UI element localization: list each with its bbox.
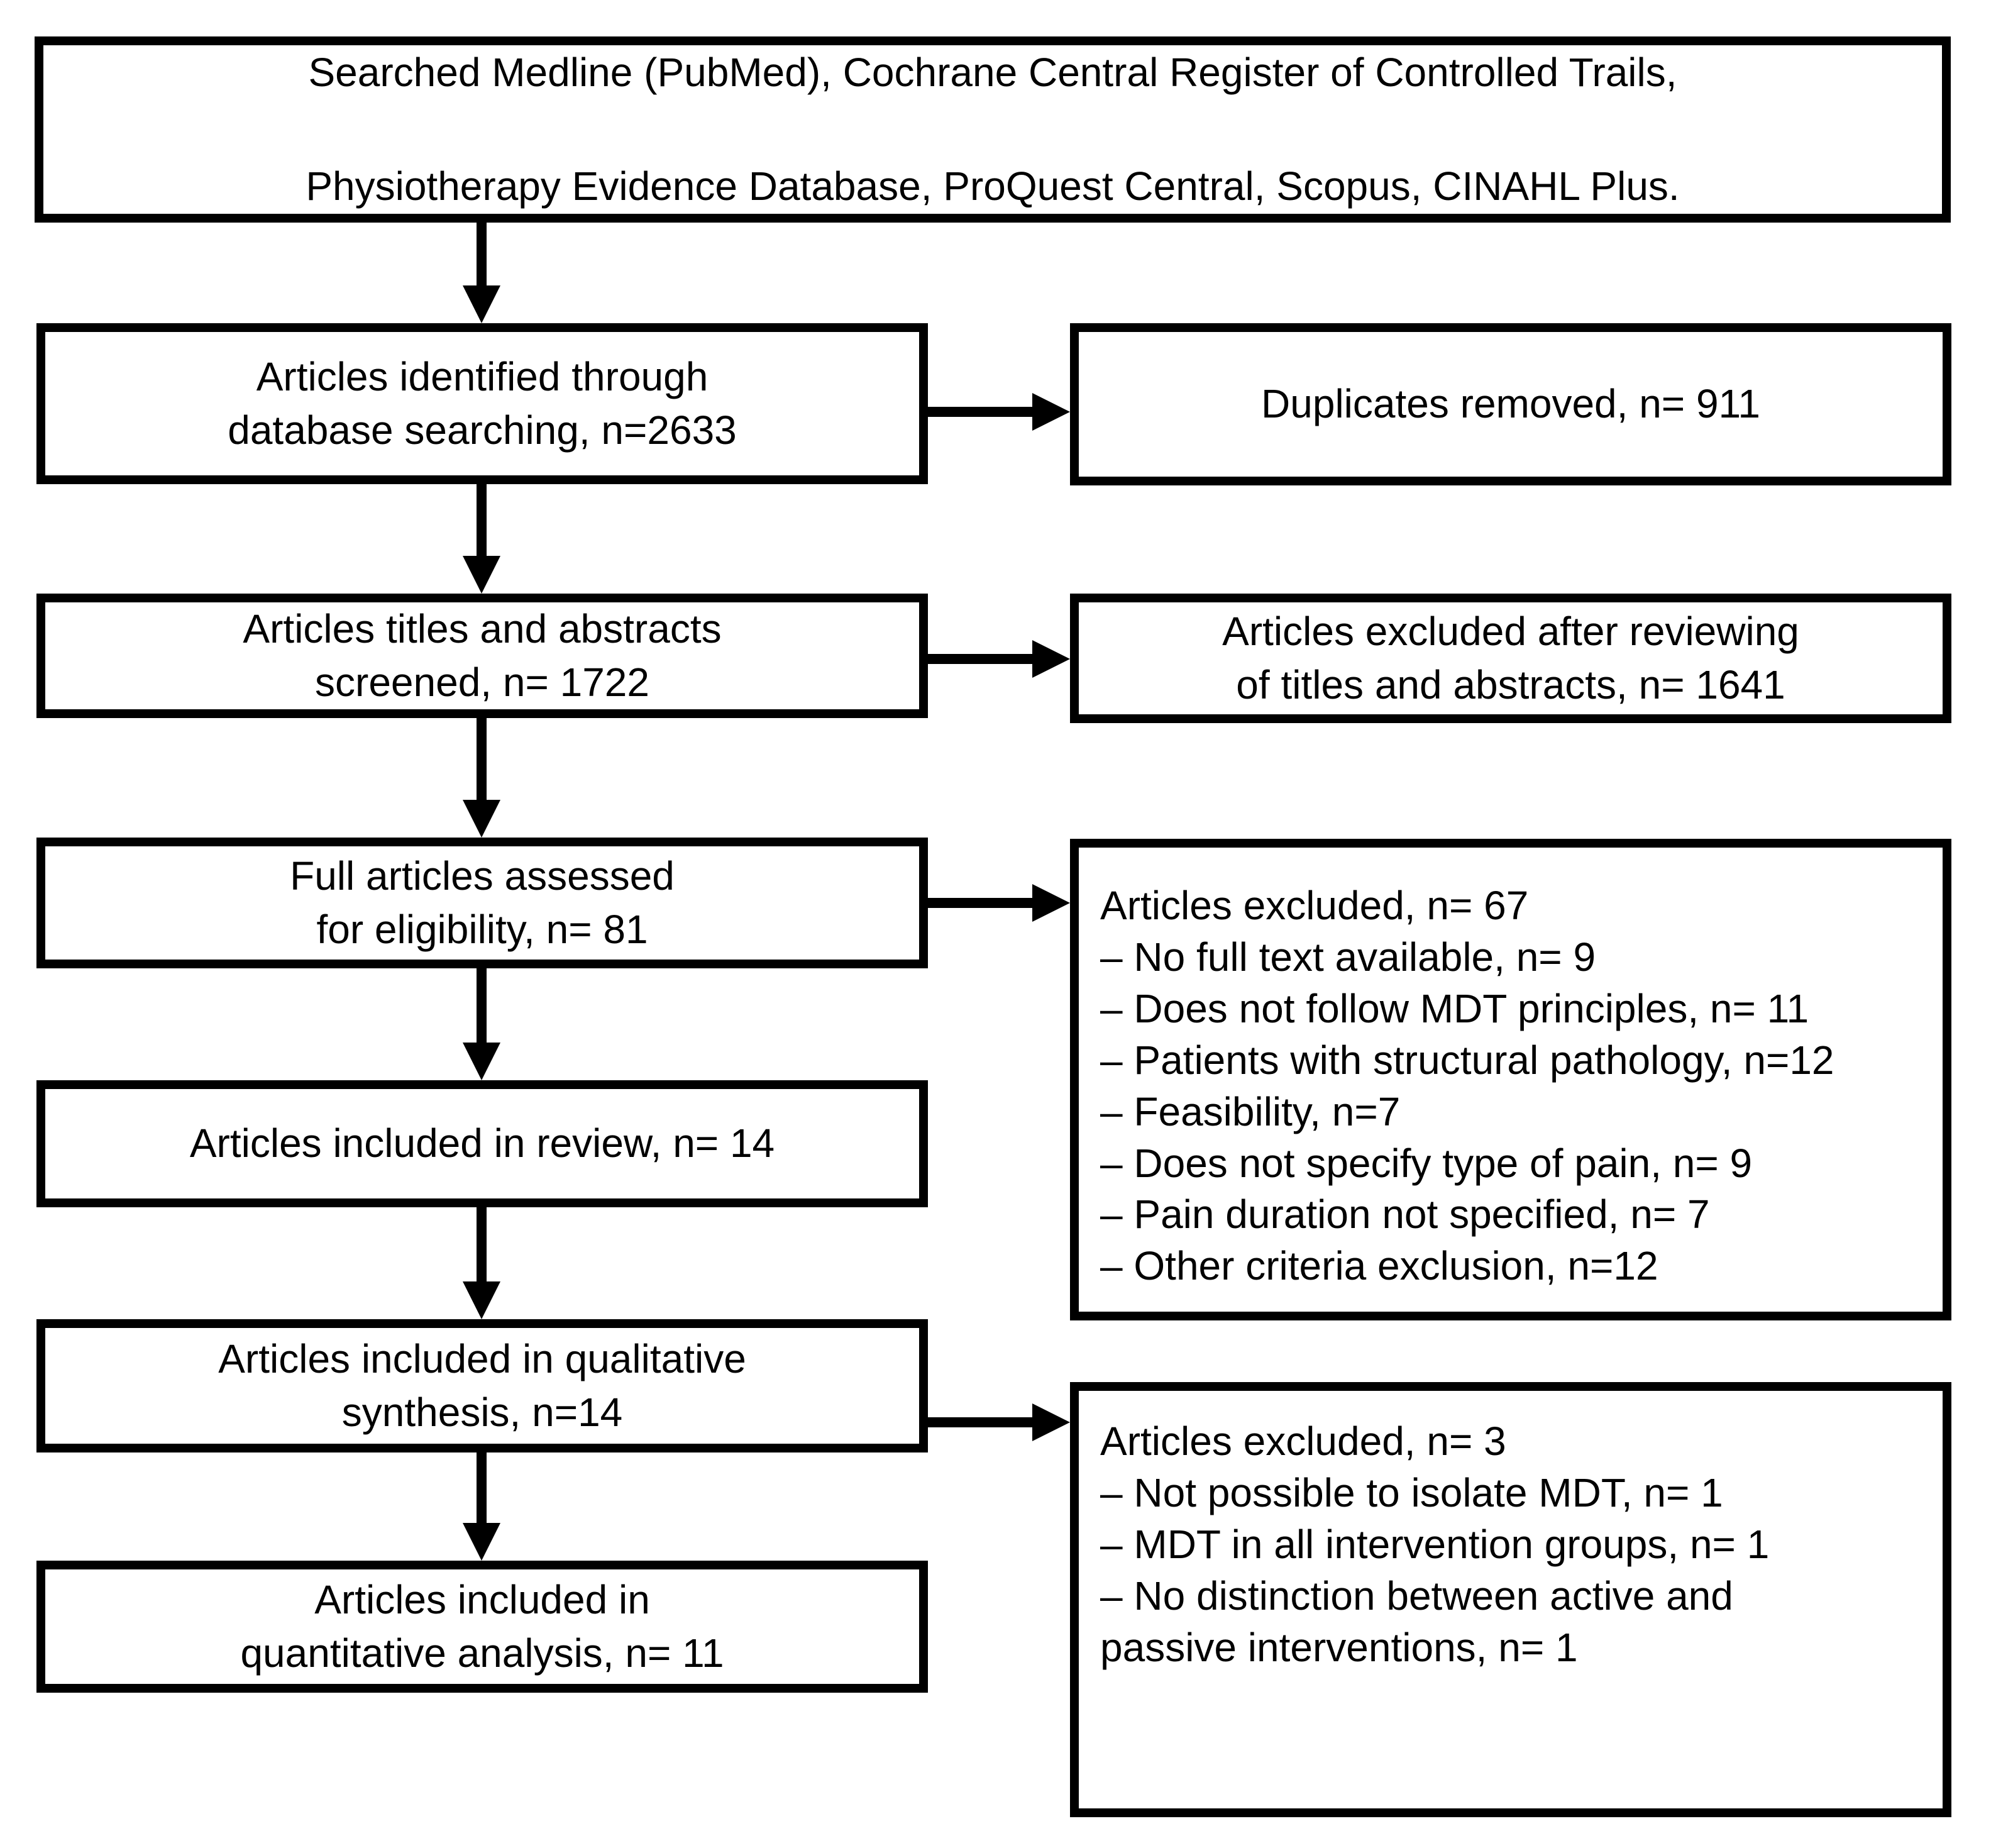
arrow-review-to-qualitative [463, 1207, 500, 1319]
arrow-screened-to-excluded [928, 640, 1070, 678]
identified-line-2: database searching, n=2633 [228, 407, 737, 453]
included-review-line-1: Articles included in review, n= 14 [189, 1120, 775, 1166]
box-included-review: Articles included in review, n= 14 [36, 1080, 928, 1207]
excluded-reason-no-distinction-line-1: – No distinction between active and [1100, 1573, 1733, 1618]
excluded-reason-no-full-text: – No full text available, n= 9 [1100, 934, 1596, 980]
qualitative-line-1: Articles included in qualitative [218, 1336, 746, 1381]
arrow-shaft [477, 1452, 487, 1525]
arrow-shaft [477, 718, 487, 802]
arrow-head-right-icon [1032, 393, 1070, 431]
arrow-fulltext-to-excluded [928, 884, 1070, 922]
excluded-full-text-header: Articles excluded, n= 67 [1100, 883, 1529, 928]
arrow-head-down-icon [463, 1043, 500, 1080]
arrow-qualitative-to-quantitative [463, 1452, 500, 1561]
quantitative-line-1: Articles included in [314, 1576, 650, 1622]
arrow-shaft [928, 407, 1035, 417]
duplicates-removed-line-1: Duplicates removed, n= 911 [1261, 381, 1760, 427]
excluded-reason-no-distinction-line-2: passive interventions, n= 1 [1100, 1624, 1578, 1670]
arrow-sources-to-identified [463, 223, 500, 323]
identified-line-1: Articles identified through [256, 353, 709, 399]
search-sources-line-1: Searched Medline (PubMed), Cochrane Cent… [308, 49, 1677, 95]
arrow-shaft [477, 484, 487, 558]
arrow-shaft [928, 654, 1035, 664]
excluded-reason-other-criteria: – Other criteria exclusion, n=12 [1100, 1243, 1658, 1289]
box-excluded-full-text: Articles excluded, n= 67 – No full text … [1070, 839, 1951, 1320]
excluded-reason-mdt-all-groups: – MDT in all intervention groups, n= 1 [1100, 1521, 1770, 1567]
arrow-identified-to-screened [463, 484, 500, 594]
excluded-reason-mdt-principles: – Does not follow MDT principles, n= 11 [1100, 985, 1809, 1031]
arrow-head-down-icon [463, 556, 500, 594]
excluded-title-abstract-line-1: Articles excluded after reviewing [1222, 608, 1799, 654]
box-excluded-title-abstract: Articles excluded after reviewing of tit… [1070, 594, 1951, 723]
excluded-reason-type-of-pain: – Does not specify type of pain, n= 9 [1100, 1140, 1753, 1186]
excluded-reason-pain-duration: – Pain duration not specified, n= 7 [1100, 1192, 1710, 1237]
arrow-head-down-icon [463, 1281, 500, 1319]
full-text-line-1: Full articles assessed [290, 853, 675, 899]
box-titles-abstracts-screened: Articles titles and abstracts screened, … [36, 594, 928, 718]
arrow-head-down-icon [463, 1523, 500, 1561]
arrow-shaft [477, 968, 487, 1045]
qualitative-line-2: synthesis, n=14 [341, 1390, 623, 1435]
excluded-reason-structural-pathology: – Patients with structural pathology, n=… [1100, 1037, 1834, 1083]
arrow-head-down-icon [463, 800, 500, 838]
arrow-identified-to-duplicates [928, 393, 1070, 431]
arrow-qualitative-to-excluded [928, 1403, 1070, 1441]
search-sources-line-2: Physiotherapy Evidence Database, ProQues… [306, 163, 1680, 209]
box-qualitative-synthesis: Articles included in qualitative synthes… [36, 1319, 928, 1452]
screened-line-1: Articles titles and abstracts [243, 606, 722, 651]
box-excluded-qualitative: Articles excluded, n= 3 – Not possible t… [1070, 1382, 1951, 1817]
arrow-head-right-icon [1032, 884, 1070, 922]
excluded-reason-isolate-mdt: – Not possible to isolate MDT, n= 1 [1100, 1469, 1723, 1515]
arrow-shaft [477, 223, 487, 288]
excluded-qualitative-header: Articles excluded, n= 3 [1100, 1419, 1506, 1464]
arrow-shaft [477, 1207, 487, 1284]
excluded-reason-feasibility: – Feasibility, n=7 [1100, 1088, 1401, 1134]
full-text-line-2: for eligibility, n= 81 [316, 907, 648, 952]
box-full-text-assessed: Full articles assessed for eligibility, … [36, 838, 928, 968]
box-quantitative-analysis: Articles included in quantitative analys… [36, 1561, 928, 1693]
box-search-sources: Searched Medline (PubMed), Cochrane Cent… [35, 36, 1951, 223]
arrow-shaft [928, 898, 1035, 908]
box-articles-identified: Articles identified through database sea… [36, 323, 928, 484]
arrow-head-down-icon [463, 285, 500, 323]
arrow-head-right-icon [1032, 1403, 1070, 1441]
arrow-shaft [928, 1417, 1035, 1427]
excluded-title-abstract-line-2: of titles and abstracts, n= 1641 [1236, 662, 1785, 707]
arrow-head-right-icon [1032, 640, 1070, 678]
arrow-screened-to-fulltext [463, 718, 500, 838]
box-duplicates-removed: Duplicates removed, n= 911 [1070, 323, 1951, 485]
quantitative-line-2: quantitative analysis, n= 11 [240, 1630, 724, 1676]
screened-line-2: screened, n= 1722 [315, 660, 649, 705]
arrow-fulltext-to-review [463, 968, 500, 1080]
